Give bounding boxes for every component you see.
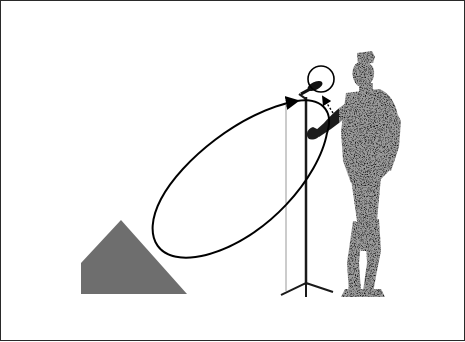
speaker-wedge xyxy=(81,220,187,294)
person-texture xyxy=(339,49,403,299)
mic-highlight-circle xyxy=(308,66,334,92)
arrow-to-mic xyxy=(323,97,333,113)
feedback-loop xyxy=(153,101,327,258)
